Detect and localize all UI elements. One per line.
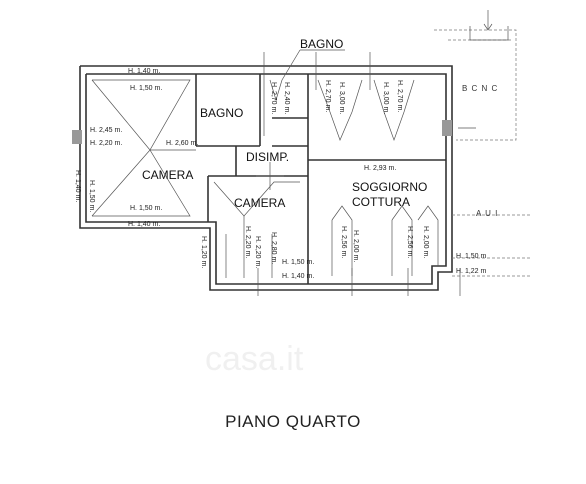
height-label: H. 1,50 m. [88,180,95,212]
height-label: H. 2,00 m. [422,226,429,258]
height-label: H. 1,40 m. [74,170,81,202]
height-label: H. 1,50 m. [130,205,162,212]
height-label: H. 1,22 m [456,268,487,275]
height-label: H. 2,45 m. [90,127,122,134]
height-label: H. 1,40 m. [128,68,160,75]
height-label: H. 2,20 m. [254,236,261,268]
room-camera-left: CAMERA [142,168,193,182]
height-label: H. 2,70 m. [270,82,277,114]
height-label: H. 2,56 m. [340,226,347,258]
watermark: casa.it [205,340,304,378]
room-soggiorno: SOGGIORNO [352,180,427,194]
height-label: H. 2,70 m. [324,80,331,112]
room-cottura: COTTURA [352,195,410,209]
height-label: H. 1,40 m. [282,273,314,280]
height-label: H. 2,40 m. [283,82,290,114]
height-label: H. 2,60 m. [166,140,198,147]
height-label: H. 2,00 m. [352,230,359,262]
roof-slopes [91,79,439,278]
height-label: H. 1,50 m [456,253,487,260]
plan-title: PIANO QUARTO [225,412,361,431]
height-label: H. 1,50 m. [130,85,162,92]
height-label: H. 1,40 m. [128,221,160,228]
height-label: H. 3,00 m. [338,82,345,114]
height-label: H. 2,20 m. [90,140,122,147]
section-marks [256,52,461,296]
room-disimp: DISIMP. [246,150,289,164]
room-bagno: BAGNO [200,106,243,120]
outer-walls [72,65,453,291]
height-label: H. 2,20 m. [244,226,251,258]
room-camera-center: CAMERA [234,196,285,210]
interior-walls [195,74,446,284]
height-label: H. 2,80 m. [270,232,277,264]
label-bcnc: B C N C [462,84,498,93]
room-bagno-top: BAGNO [300,37,343,51]
label-aui: A U I [476,209,498,218]
height-label: H. 2,70 m. [396,80,403,112]
roof-outline [434,10,530,277]
height-label: H. 3,00 m. [382,82,389,114]
height-label: H. 2,56 m. [406,226,413,258]
height-label: H. 2,93 m. [364,165,396,172]
height-label: H. 1,50 m. [282,259,314,266]
height-label: H. 1,20 m. [200,236,207,268]
